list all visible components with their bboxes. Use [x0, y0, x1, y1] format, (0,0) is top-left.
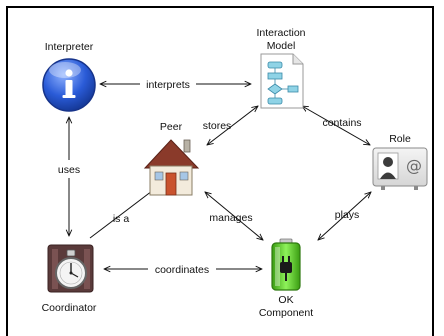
role-label: Role: [389, 133, 411, 145]
edge-label-is-a: is a: [113, 213, 130, 225]
interaction-model-label-2: Model: [267, 40, 296, 52]
svg-text:@: @: [406, 156, 422, 175]
contact-card-icon: @: [372, 147, 428, 190]
edge-label-contains: contains: [322, 117, 361, 129]
flowchart-document-icon: [260, 53, 304, 109]
node-role[interactable]: Role @: [372, 133, 428, 190]
node-interaction-model[interactable]: Interaction Model: [256, 27, 306, 109]
edge-plays: [318, 192, 371, 240]
node-coordinator[interactable]: Coordinator: [42, 244, 97, 314]
house-icon: [143, 139, 200, 196]
edge-label-coordinates: coordinates: [155, 264, 209, 276]
interpreter-label: Interpreter: [45, 41, 94, 53]
edge-label-manages: manages: [209, 212, 252, 224]
interaction-model-label-1: Interaction: [256, 27, 305, 39]
node-ok-component[interactable]: OK Component: [259, 238, 313, 319]
battery-plug-icon: [271, 238, 301, 291]
info-icon: [42, 58, 96, 112]
ok-component-label-1: OK: [278, 294, 293, 306]
ok-component-label-2: Component: [259, 307, 313, 319]
edge-contains: [302, 106, 370, 145]
edge-label-interprets: interprets: [146, 79, 190, 91]
edge-label-uses: uses: [58, 164, 80, 176]
edge-is-a: [89, 190, 153, 239]
edge-label-plays: plays: [335, 209, 360, 221]
peer-label: Peer: [160, 121, 183, 133]
edge-stores: [207, 106, 258, 145]
edge-label-stores: stores: [203, 120, 232, 132]
edge-manages: [205, 192, 263, 240]
node-interpreter[interactable]: Interpreter: [42, 41, 96, 112]
stopwatch-icon: [47, 244, 94, 293]
node-peer[interactable]: Peer: [143, 121, 200, 196]
coordinator-label: Coordinator: [42, 302, 97, 314]
